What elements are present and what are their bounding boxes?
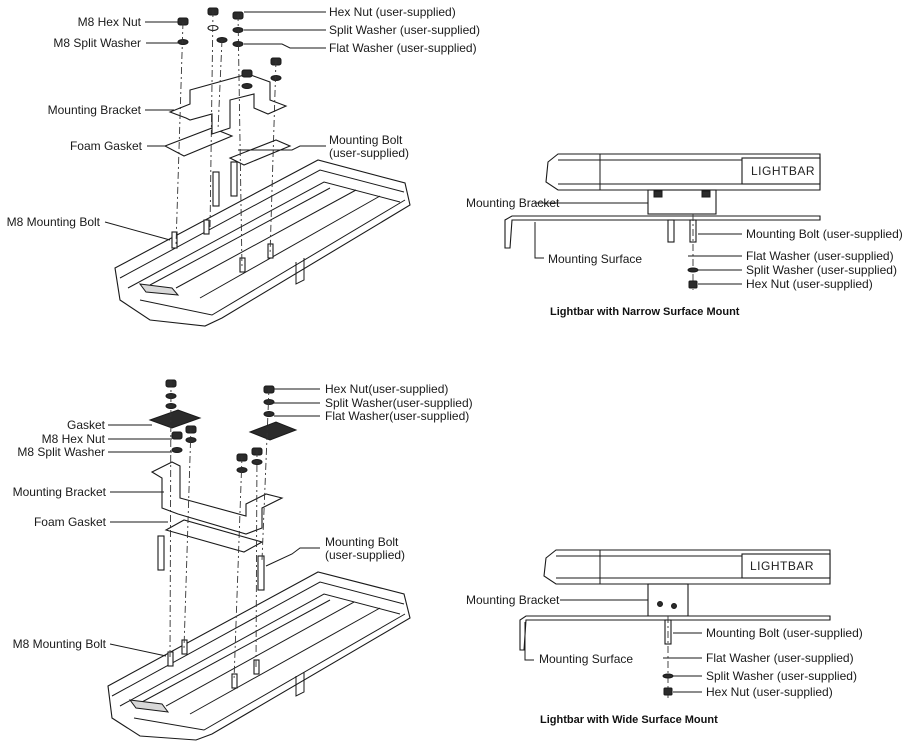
label-lightbar-wide: LIGHTBAR <box>750 559 814 573</box>
label-hex-nut-narrow: Hex Nut (user-supplied) <box>746 277 873 291</box>
top-left-exploded-view <box>104 7 411 327</box>
label-m8-hex-nut: M8 Hex Nut <box>78 15 142 29</box>
label-foam-gasket: Foam Gasket <box>70 139 143 153</box>
label-mounting-bracket-narrow: Mounting Bracket <box>466 196 560 210</box>
label-flat-washer-user-lower: Flat Washer(user-supplied) <box>325 409 469 423</box>
lightbar-body <box>114 159 411 327</box>
label-m8-mounting-bolt: M8 Mounting Bolt <box>7 215 101 229</box>
label-split-washer-narrow: Split Washer (user-supplied) <box>746 263 897 277</box>
bottom-left-exploded-view <box>107 379 411 741</box>
caption-wide-mount: Lightbar with Wide Surface Mount <box>540 714 718 726</box>
label-mounting-bolt-wide: Mounting Bolt (user-supplied) <box>706 626 863 640</box>
hardware-stack-top-left <box>177 7 282 89</box>
label-hex-nut-user-lower: Hex Nut(user-supplied) <box>325 382 448 396</box>
label-split-washer-wide: Split Washer (user-supplied) <box>706 669 857 683</box>
mounting-bracket <box>168 73 288 135</box>
label-flat-washer-wide: Flat Washer (user-supplied) <box>706 651 854 665</box>
label-mounting-bolt-lower-line1: Mounting Bolt <box>325 535 399 549</box>
gasket-pad-left <box>148 409 202 429</box>
mounting-bracket-wide <box>150 461 284 535</box>
label-split-washer-user: Split Washer (user-supplied) <box>329 23 480 37</box>
label-m8-split-washer-lower: M8 Split Washer <box>17 445 105 459</box>
label-m8-split-washer: M8 Split Washer <box>53 36 141 50</box>
label-m8-mounting-bolt-lower: M8 Mounting Bolt <box>13 637 107 651</box>
label-hex-nut-user: Hex Nut (user-supplied) <box>329 5 456 19</box>
mounting-surface-narrow <box>504 215 821 249</box>
label-split-washer-user-lower: Split Washer(user-supplied) <box>325 396 473 410</box>
label-foam-gasket-lower: Foam Gasket <box>34 515 107 529</box>
label-m8-hex-nut-lower: M8 Hex Nut <box>42 432 106 446</box>
label-gasket: Gasket <box>67 418 106 432</box>
label-flat-washer-narrow: Flat Washer (user-supplied) <box>746 249 894 263</box>
foam-gasket-left <box>163 127 234 157</box>
bottom-right-wide-mount <box>519 549 831 700</box>
wide-mounting-bracket <box>647 583 689 617</box>
gasket-pad-right <box>248 421 298 441</box>
foam-gasket-right <box>228 139 292 166</box>
label-mounting-bracket-wide: Mounting Bracket <box>466 593 560 607</box>
caption-narrow-mount: Lightbar with Narrow Surface Mount <box>550 306 740 318</box>
label-mounting-surface-wide: Mounting Surface <box>539 652 633 666</box>
label-mounting-surface-narrow: Mounting Surface <box>548 252 642 266</box>
lightbar-body-lower <box>107 571 411 741</box>
label-mounting-bolt-line2: (user-supplied) <box>329 146 409 160</box>
label-mounting-bolt-line1: Mounting Bolt <box>329 133 403 147</box>
top-right-narrow-mount <box>504 153 821 290</box>
foam-gasket-lower <box>164 519 264 553</box>
label-flat-washer-user: Flat Washer (user-supplied) <box>329 41 477 55</box>
label-mounting-bracket: Mounting Bracket <box>48 103 142 117</box>
label-mounting-bolt-lower-line2: (user-supplied) <box>325 548 405 562</box>
label-hex-nut-wide: Hex Nut (user-supplied) <box>706 685 833 699</box>
mounting-surface-wide <box>519 615 831 651</box>
label-lightbar-narrow: LIGHTBAR <box>751 164 815 178</box>
label-mounting-bracket-lower: Mounting Bracket <box>13 485 107 499</box>
label-mounting-bolt-narrow: Mounting Bolt (user-supplied) <box>746 227 903 241</box>
hardware-stack-bottom-left <box>165 379 275 473</box>
